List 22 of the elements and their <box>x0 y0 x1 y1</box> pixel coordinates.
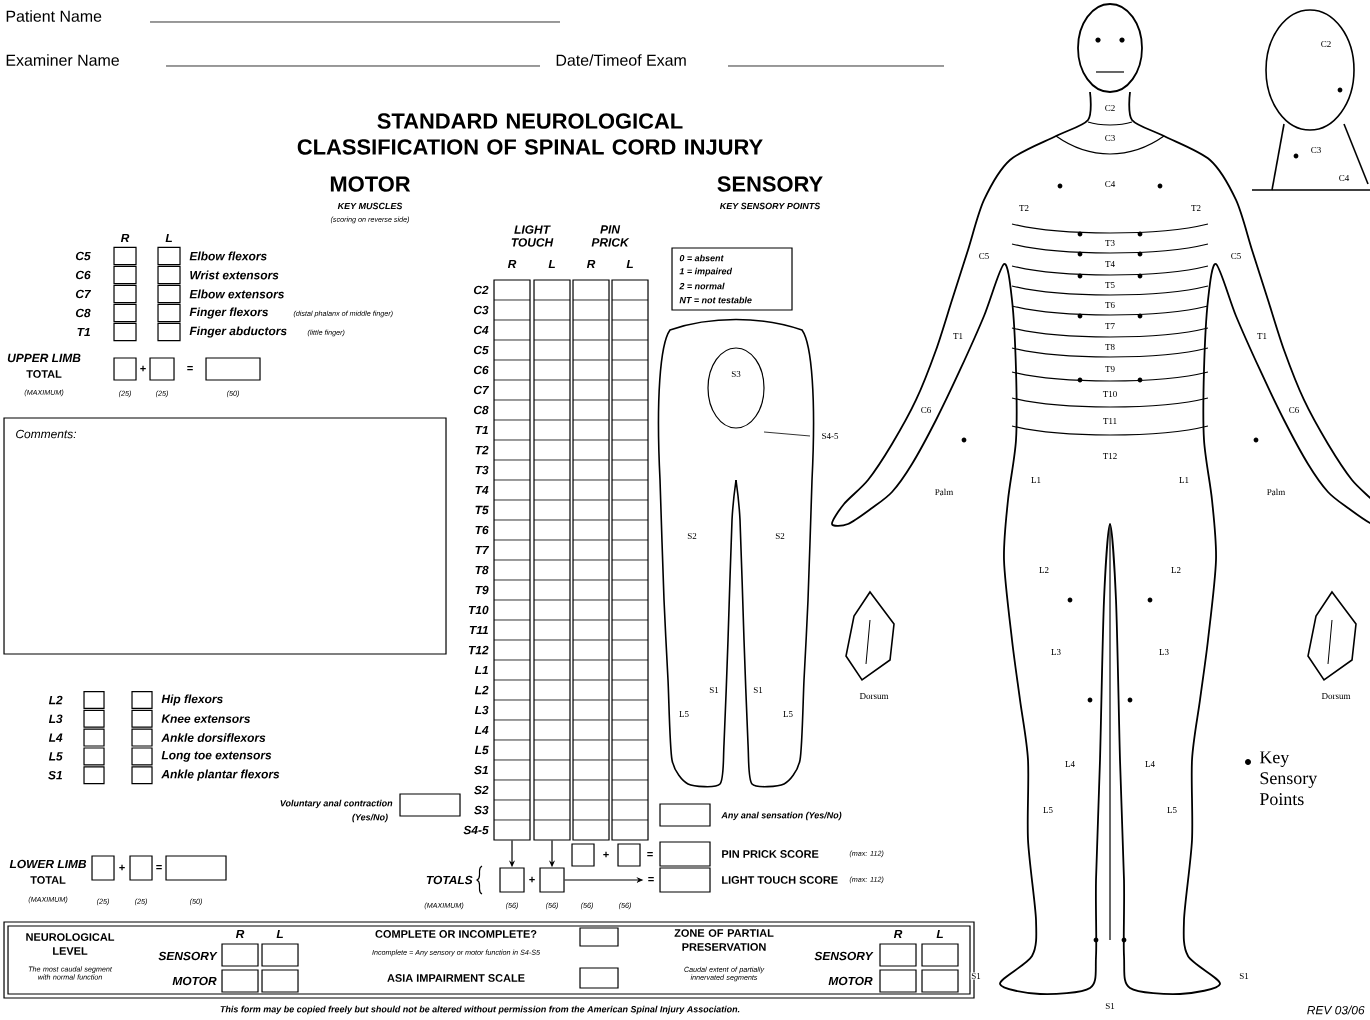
total-box <box>129 855 153 881</box>
total-box <box>149 357 175 381</box>
total-box <box>571 843 595 867</box>
total-box <box>499 867 525 893</box>
section-heading: MOTOR <box>330 176 411 192</box>
total-box <box>113 357 137 381</box>
score-box <box>659 841 711 867</box>
answer-box <box>399 793 461 817</box>
score-box <box>659 867 711 893</box>
score-column <box>572 279 610 841</box>
score-column <box>533 279 571 841</box>
total-box <box>165 855 227 881</box>
score-column <box>611 279 649 841</box>
section-heading: SENSORY <box>717 176 823 192</box>
total-box <box>91 855 115 881</box>
total-box <box>617 843 641 867</box>
legend-text: Key Sensory Points <box>1259 751 1318 806</box>
answer-box <box>659 803 711 827</box>
title: STANDARD NEUROLOGICAL CLASSIFICATION OF SPINAL CORD INJURY <box>297 113 763 155</box>
total-box <box>205 357 261 381</box>
total-box <box>539 867 565 893</box>
score-column <box>493 279 531 841</box>
